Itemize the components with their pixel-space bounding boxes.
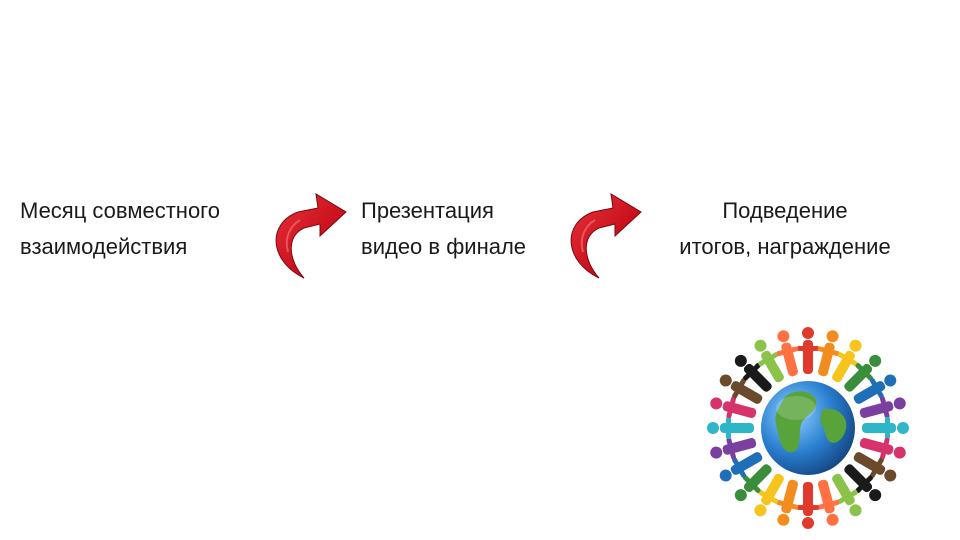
curved-arrow-icon [268,186,348,282]
curved-arrow-icon [563,186,643,282]
person-figure [707,417,754,439]
globe-with-people-icon [698,318,918,538]
globe-shine [776,396,816,420]
person-figure [797,327,819,374]
step-results-awards: Подведение итогов, награждение [652,193,918,265]
step-1-line-2: взаимодействия [20,229,220,265]
step-3-line-2: итогов, награждение [652,229,918,265]
step-2-line-2: видео в финале [361,229,526,265]
person-figure [862,417,909,439]
step-video-presentation: Презентация видео в финале [361,193,526,265]
person-figure [797,482,819,529]
step-3-line-1: Подведение [652,193,918,229]
step-month-collaboration: Месяц совместного взаимодействия [20,193,220,265]
step-2-line-1: Презентация [361,193,526,229]
step-1-line-1: Месяц совместного [20,193,220,229]
